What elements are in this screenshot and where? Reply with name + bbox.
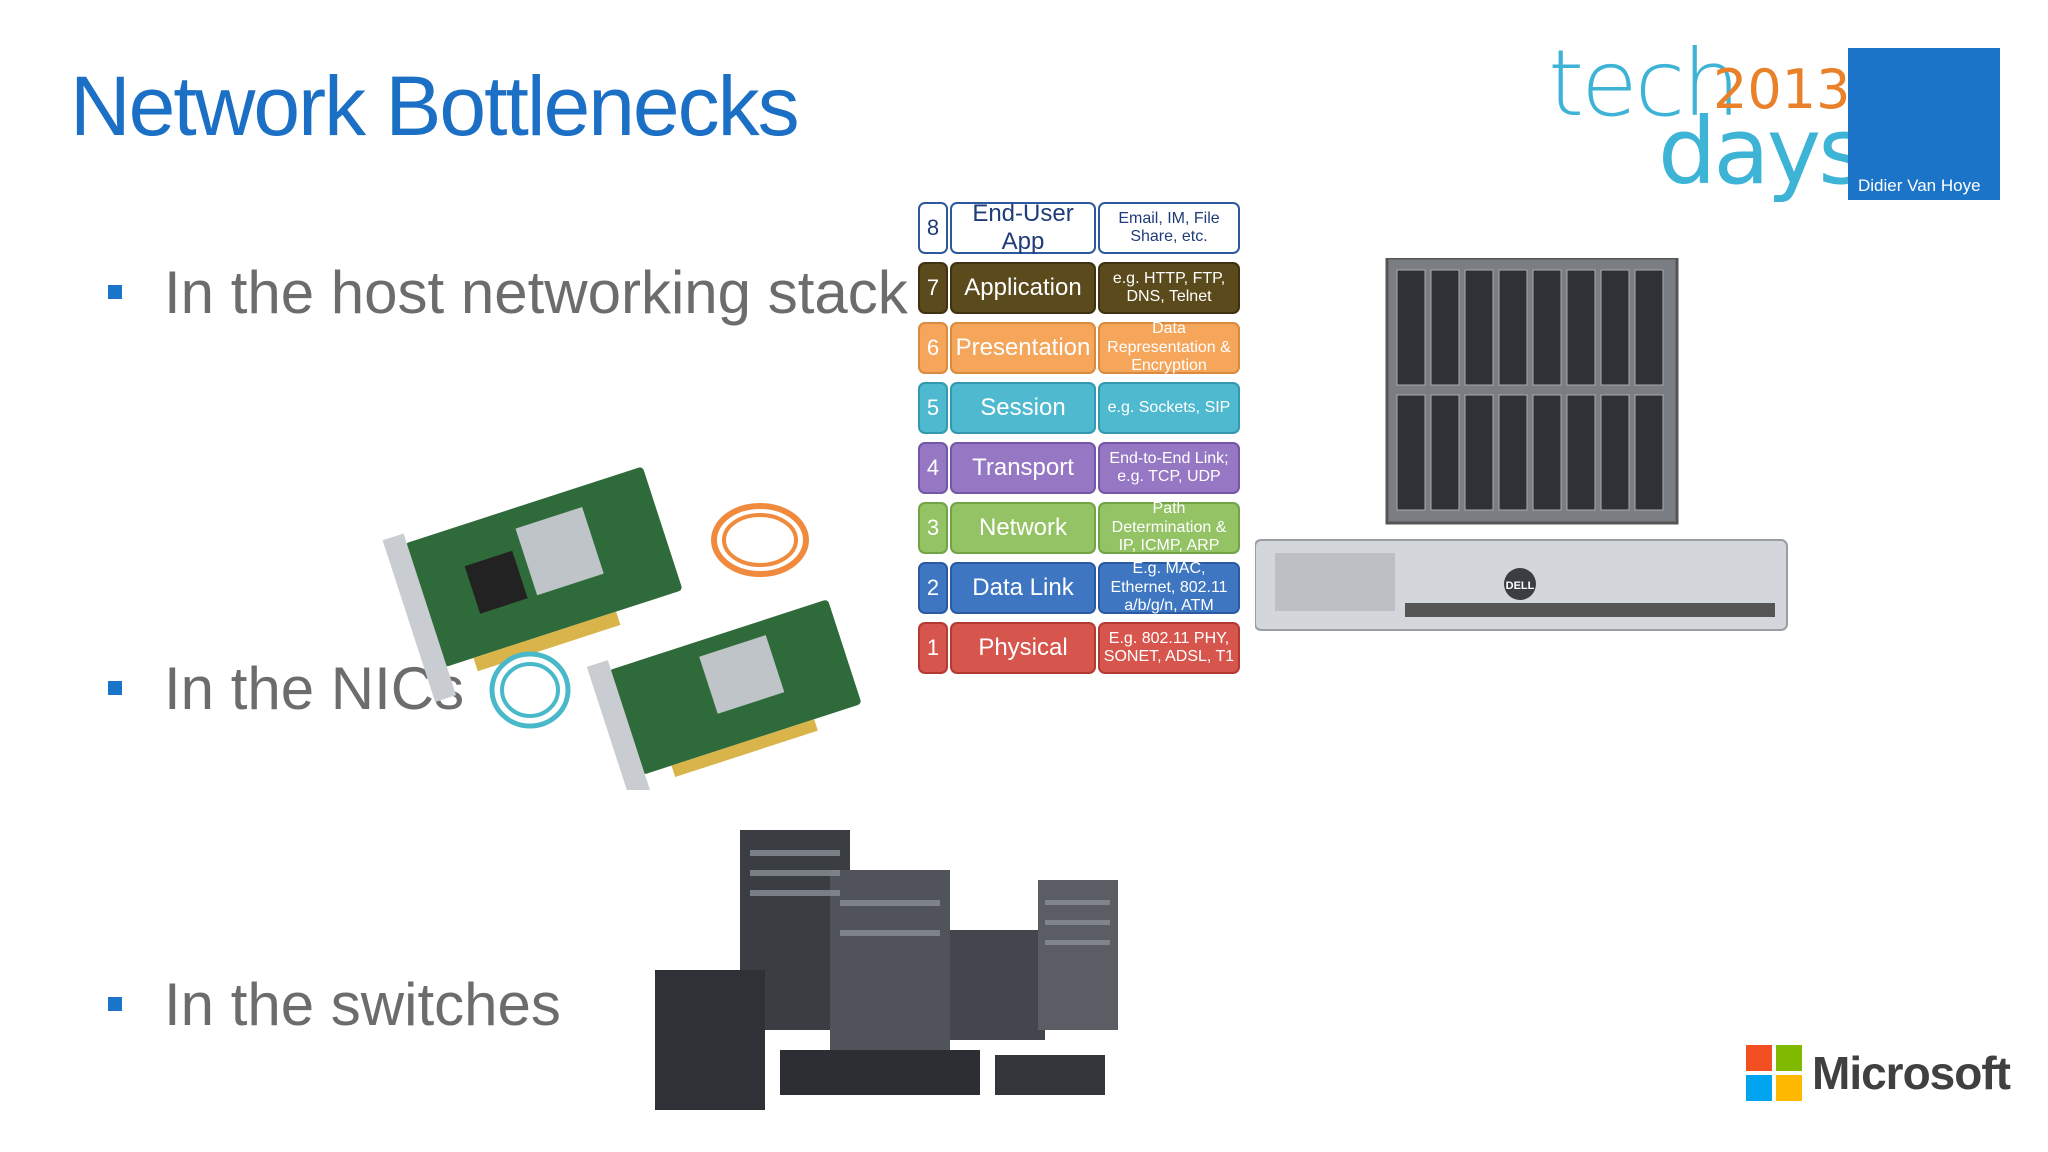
osi-layer-num: 6 [918,322,948,374]
nic-cards-image [382,467,861,790]
osi-layer-desc: Data Representation & Encryption [1098,320,1240,374]
osi-layer-name: End-User App [950,200,1096,255]
osi-layer-desc: Email, IM, File Share, etc. [1098,202,1240,254]
logo-year: 2013 [1713,58,1851,121]
switches-image [655,830,1118,1110]
bullet-marker [108,681,122,695]
logo-tech: tech [1548,30,1741,137]
bullet-marker [108,997,122,1011]
osi-layer-name: Data Link [950,562,1096,614]
osi-layer-name: Transport [950,442,1096,494]
bullet-nics: In the NICs [108,648,464,728]
microsoft-label: Microsoft [1812,1047,2011,1099]
techdays-logo: tech 2013 days Didier Van Hoye [1548,30,2000,205]
osi-layer-desc: E.g. 802.11 PHY, SONET, ADSL, T1 [1098,622,1240,674]
windows-icon [1746,1045,1802,1101]
osi-layer-num: 5 [918,382,948,434]
osi-layer-desc: e.g. HTTP, FTP, DNS, Telnet [1098,262,1240,314]
osi-layer-name: Presentation [950,322,1096,374]
osi-layer-name: Network [950,502,1096,554]
logo-days: days [1658,98,1866,205]
osi-layer-num: 1 [918,622,948,674]
bullet-host-stack: In the host networking stack [108,252,908,332]
slide-title: Network Bottlenecks [70,59,800,153]
osi-layer-desc: Path Determination & IP, ICMP, ARP [1098,500,1240,554]
osi-layer-num: 2 [918,562,948,614]
osi-layer-num: 4 [918,442,948,494]
dell-logo-text: DELL [1506,580,1535,592]
bullet-text: In the host networking stack [164,258,908,326]
bullet-switches: In the switches [108,964,561,1044]
osi-layer-name: Application [950,262,1096,314]
presenter-name: Didier Van Hoye [1858,176,1981,195]
presenter-box: Didier Van Hoye [1848,48,2000,200]
bullet-text: In the NICs [164,654,465,722]
servers-image: DELL [1255,258,1788,631]
bullet-text: In the switches [164,970,561,1038]
osi-layer-name: Session [950,382,1096,434]
osi-layer-num: 7 [918,262,948,314]
osi-layer-desc: e.g. Sockets, SIP [1098,382,1240,434]
osi-layer-desc: E.g. MAC, Ethernet, 802.11 a/b/g/n, ATM [1098,560,1240,614]
osi-layer-name: Physical [950,622,1096,674]
bullet-marker [108,285,122,299]
osi-layer-desc: End-to-End Link; e.g. TCP, UDP [1098,442,1240,494]
osi-layer-num: 8 [918,202,948,254]
osi-layer-num: 3 [918,502,948,554]
microsoft-logo: Microsoft [1746,1045,2011,1101]
